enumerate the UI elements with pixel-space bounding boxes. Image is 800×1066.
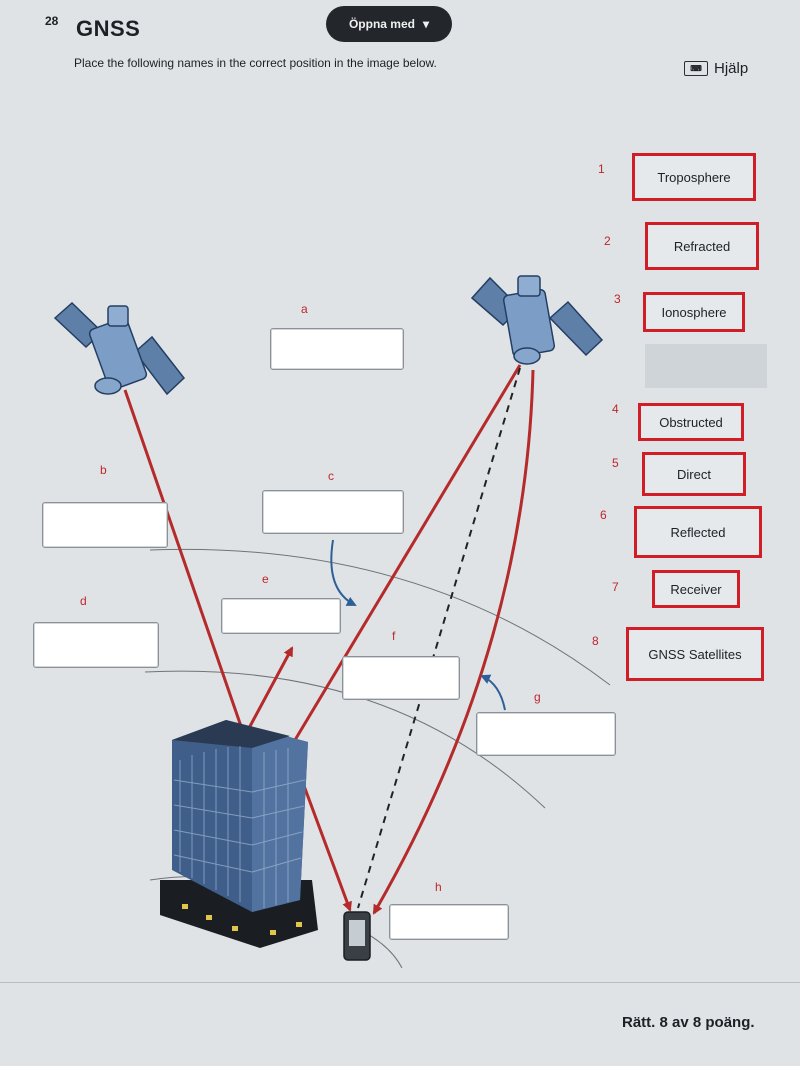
score-text: Rätt. 8 av 8 poäng. xyxy=(622,1014,755,1031)
term-number-5: 5 xyxy=(612,456,619,470)
term-troposphere[interactable]: Troposphere xyxy=(632,153,756,201)
building xyxy=(160,720,318,948)
open-with-label: Öppna med xyxy=(348,17,415,31)
drop-zone-f[interactable] xyxy=(342,656,460,700)
drop-label-e: e xyxy=(262,572,269,586)
drop-zone-d[interactable] xyxy=(33,622,159,668)
help-label: Hjälp xyxy=(714,60,749,77)
lower-layer-curve xyxy=(144,670,546,809)
pointer-arrow-c xyxy=(330,539,357,606)
question-title: GNSS xyxy=(76,16,141,41)
question-number: 28 xyxy=(45,14,59,28)
drop-zone-a[interactable] xyxy=(270,328,404,370)
signal-path-left xyxy=(123,389,246,736)
help-link[interactable]: ⌨ Hjälp xyxy=(684,60,748,77)
reflected-up-arrow xyxy=(246,646,294,731)
term-direct[interactable]: Direct xyxy=(642,452,746,496)
term-obstructed[interactable]: Obstructed xyxy=(638,403,744,441)
drop-label-a: a xyxy=(301,302,308,316)
term-number-7: 7 xyxy=(612,580,619,594)
term-gnss-satellites[interactable]: GNSS Satellites xyxy=(626,627,764,681)
drop-label-g: g xyxy=(534,690,541,704)
term-number-6: 6 xyxy=(600,508,607,522)
term-number-4: 4 xyxy=(612,402,619,416)
drop-zone-h[interactable] xyxy=(389,904,509,940)
drop-zone-b[interactable] xyxy=(42,502,168,548)
drop-zone-c[interactable] xyxy=(262,490,404,534)
drop-label-b: b xyxy=(100,463,107,477)
drop-label-d: d xyxy=(80,594,87,608)
chevron-down-icon: ▾ xyxy=(422,17,430,31)
divider xyxy=(0,982,800,983)
drop-zone-e[interactable] xyxy=(221,598,341,634)
term-number-2: 2 xyxy=(604,234,611,248)
drop-label-c: c xyxy=(328,469,334,483)
instruction-text: Place the following names in the correct… xyxy=(74,56,437,70)
open-with-button[interactable]: Öppna med ▾ xyxy=(326,6,452,42)
upper-layer-curve xyxy=(149,548,611,686)
keyboard-icon: ⌨ xyxy=(684,61,708,76)
satellite-left xyxy=(53,301,186,396)
term-number-8: 8 xyxy=(592,634,599,648)
drop-label-h: h xyxy=(435,880,442,894)
pointer-arrow-g xyxy=(480,674,506,711)
refracted-path xyxy=(372,369,535,915)
satellite-right xyxy=(470,275,604,365)
term-reflected[interactable]: Reflected xyxy=(634,506,762,558)
drop-label-f: f xyxy=(392,629,396,643)
term-refracted[interactable]: Refracted xyxy=(645,222,759,270)
direct-dashed-path xyxy=(357,367,521,909)
signal-path-right-upper xyxy=(290,364,522,746)
empty-term-slot xyxy=(645,344,767,388)
term-number-1: 1 xyxy=(598,162,605,176)
term-number-3: 3 xyxy=(614,292,621,306)
term-ionosphere[interactable]: Ionosphere xyxy=(643,292,745,332)
term-receiver[interactable]: Receiver xyxy=(652,570,740,608)
receiver-device xyxy=(343,911,371,961)
drop-zone-g[interactable] xyxy=(476,712,616,756)
